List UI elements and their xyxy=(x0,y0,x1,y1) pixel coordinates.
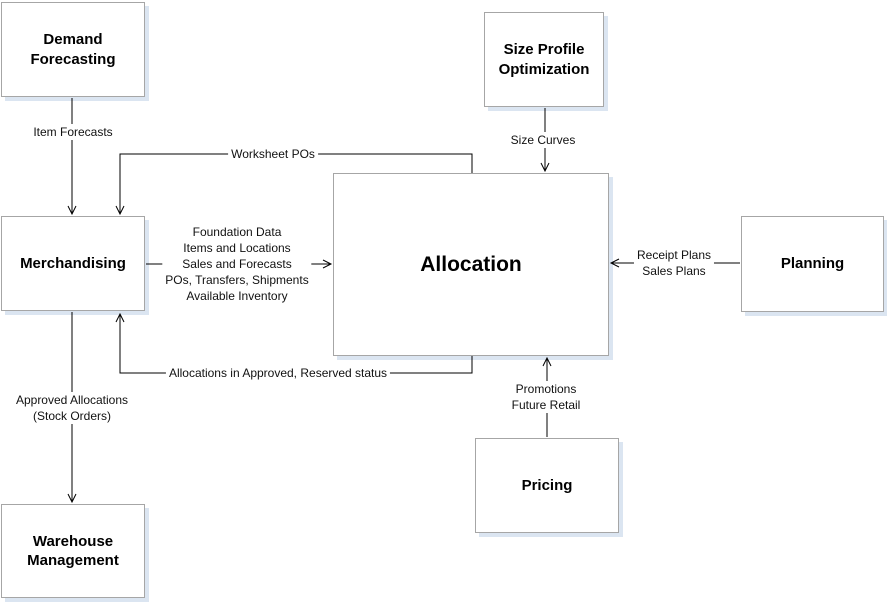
box-demand-forecasting: Demand Forecasting xyxy=(1,2,145,97)
box-warehouse-management: Warehouse Management xyxy=(1,504,145,598)
box-pricing: Pricing xyxy=(475,438,619,533)
box-allocation: Allocation xyxy=(333,173,609,356)
box-size-profile-optimization: Size Profile Optimization xyxy=(484,12,604,107)
box-planning: Planning xyxy=(741,216,884,312)
label-item-forecasts: Item Forecasts xyxy=(30,124,116,140)
label-receipt-sales-plans: Receipt Plans Sales Plans xyxy=(633,247,715,279)
label-promotions-future-retail: Promotions Future Retail xyxy=(508,381,584,413)
flow-worksheet-pos-line xyxy=(115,153,473,216)
label-size-curves: Size Curves xyxy=(507,132,579,148)
label-allocations-approved-reserved: Allocations in Approved, Reserved status xyxy=(165,365,391,381)
label-worksheet-pos: Worksheet POs xyxy=(228,146,318,162)
box-merchandising: Merchandising xyxy=(1,216,145,311)
label-merchandising-to-allocation: Foundation Data Items and Locations Sale… xyxy=(162,224,312,304)
label-approved-allocations: Approved Allocations (Stock Orders) xyxy=(12,392,132,424)
